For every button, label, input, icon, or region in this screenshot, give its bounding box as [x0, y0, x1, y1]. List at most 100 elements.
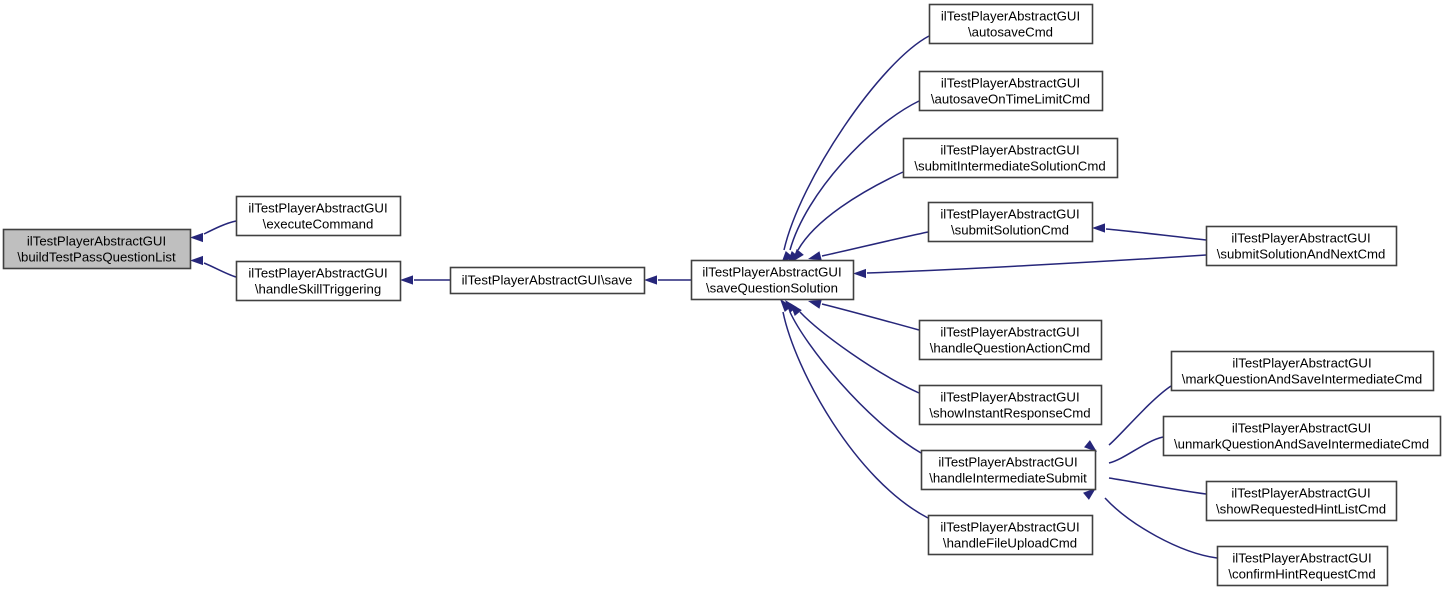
node-box[interactable] — [927, 201, 1094, 243]
node-submitSolutionAndNextCmd[interactable]: ilTestPlayerAbstractGUI\submitSolutionAn… — [1205, 225, 1398, 267]
node-label-line1: ilTestPlayerAbstractGUI — [1231, 485, 1370, 500]
node-showInstantResponseCmd[interactable]: ilTestPlayerAbstractGUI\showInstantRespo… — [918, 384, 1103, 426]
node-label-line1: ilTestPlayerAbstractGUI — [940, 389, 1079, 404]
node-label-line1: ilTestPlayerAbstractGUI — [941, 75, 1080, 90]
edge-markQuestionAndSaveIntermediateCmd-to-handleIntermediateSubmit — [1084, 385, 1172, 452]
node-handleQuestionActionCmd[interactable]: ilTestPlayerAbstractGUI\handleQuestionAc… — [918, 319, 1103, 361]
node-box[interactable] — [449, 266, 646, 295]
node-box[interactable] — [2, 228, 192, 270]
node-box[interactable] — [1205, 225, 1398, 267]
edge-handleSkillTriggering-to-buildTestPassQuestionList — [190, 255, 237, 278]
node-box[interactable] — [235, 260, 402, 302]
arrowhead-icon — [1092, 223, 1105, 233]
node-label-line2: \unmarkQuestionAndSaveIntermediateCmd — [1174, 436, 1429, 451]
node-box[interactable] — [918, 70, 1104, 112]
node-label-line1: ilTestPlayerAbstractGUI — [702, 264, 841, 279]
node-label-line2: \showInstantResponseCmd — [929, 405, 1090, 420]
node-box[interactable] — [1205, 480, 1398, 522]
node-handleFileUploadCmd[interactable]: ilTestPlayerAbstractGUI\handleFileUpload… — [927, 514, 1094, 556]
node-autosaveCmd[interactable]: ilTestPlayerAbstractGUI\autosaveCmd — [928, 3, 1094, 45]
edge-save-to-handleSkillTriggering — [400, 275, 450, 285]
node-unmarkQuestionAndSaveIntermediateCmd[interactable]: ilTestPlayerAbstractGUI\unmarkQuestionAn… — [1162, 415, 1442, 457]
edge-submitSolutionAndNextCmd-to-saveQuestionSolution — [853, 254, 1207, 279]
node-handleIntermediateSubmit[interactable]: ilTestPlayerAbstractGUI\handleIntermedia… — [920, 449, 1097, 491]
node-label-line1: ilTestPlayerAbstractGUI — [27, 233, 166, 248]
edge-handleFileUploadCmd-to-saveQuestionSolution — [780, 299, 929, 519]
node-label-line1: ilTestPlayerAbstractGUI — [940, 206, 1079, 221]
edge-confirmHintRequestCmd-to-handleIntermediateSubmit — [1083, 488, 1218, 559]
node-label-line2: \submitSolutionAndNextCmd — [1217, 246, 1386, 261]
node-label-line1: ilTestPlayerAbstractGUI — [248, 265, 387, 280]
node-showRequestedHintListCmd[interactable]: ilTestPlayerAbstractGUI\showRequestedHin… — [1205, 480, 1398, 522]
node-box[interactable] — [1170, 350, 1435, 392]
arrowhead-icon — [190, 232, 203, 243]
node-submitSolutionCmd[interactable]: ilTestPlayerAbstractGUI\submitSolutionCm… — [927, 201, 1094, 243]
edge-saveQuestionSolution-to-save — [644, 275, 691, 285]
node-label-line2: \saveQuestionSolution — [706, 280, 838, 295]
edge-showRequestedHintListCmd-to-handleIntermediateSubmit — [1083, 471, 1207, 495]
node-box[interactable] — [690, 259, 855, 301]
node-label-line1: ilTestPlayerAbstractGUI — [938, 454, 1077, 469]
node-label-line2: \handleQuestionActionCmd — [930, 340, 1091, 355]
node-box[interactable] — [928, 3, 1094, 45]
node-box[interactable] — [235, 195, 402, 237]
node-box[interactable] — [920, 449, 1097, 491]
node-label-line2: \submitSolutionCmd — [951, 222, 1069, 237]
node-label-line2: \submitIntermediateSolutionCmd — [914, 158, 1105, 173]
edge-showInstantResponseCmd-to-saveQuestionSolution — [790, 303, 920, 394]
arrowhead-icon — [780, 299, 792, 312]
arrowhead-icon — [190, 255, 203, 266]
arrowhead-icon — [1083, 488, 1096, 500]
node-label-line1: ilTestPlayerAbstractGUI — [1231, 230, 1370, 245]
edge-executeCommand-to-buildTestPassQuestionList — [190, 220, 237, 243]
arrowhead-icon — [400, 275, 413, 285]
node-label-line2: \executeCommand — [263, 216, 374, 231]
node-box[interactable] — [1216, 545, 1389, 587]
node-confirmHintRequestCmd[interactable]: ilTestPlayerAbstractGUI\confirmHintReque… — [1216, 545, 1389, 587]
node-label-line1: ilTestPlayerAbstractGUI — [940, 142, 1079, 157]
node-label-line1: ilTestPlayerAbstractGUI — [1232, 355, 1371, 370]
node-label-line1: ilTestPlayerAbstractGUI — [1232, 550, 1371, 565]
node-label-line2: \buildTestPassQuestionList — [17, 249, 176, 264]
node-label-line1: ilTestPlayerAbstractGUI — [1232, 420, 1371, 435]
node-markQuestionAndSaveIntermediateCmd[interactable]: ilTestPlayerAbstractGUI\markQuestionAndS… — [1170, 350, 1435, 392]
node-label-line2: \autosaveOnTimeLimitCmd — [931, 91, 1090, 106]
node-label-line2: \markQuestionAndSaveIntermediateCmd — [1182, 371, 1422, 386]
node-save[interactable]: ilTestPlayerAbstractGUI\save — [449, 266, 646, 295]
node-label-line1: ilTestPlayerAbstractGUI — [940, 324, 1079, 339]
node-box[interactable] — [1162, 415, 1442, 457]
node-label-line1: ilTestPlayerAbstractGUI\save — [462, 272, 633, 287]
node-label-line2: \handleIntermediateSubmit — [929, 470, 1087, 485]
node-executeCommand[interactable]: ilTestPlayerAbstractGUI\executeCommand — [235, 195, 402, 237]
node-box[interactable] — [918, 384, 1103, 426]
node-label-line1: ilTestPlayerAbstractGUI — [940, 519, 1079, 534]
node-label-line1: ilTestPlayerAbstractGUI — [248, 200, 387, 215]
edge-submitSolutionAndNextCmd-to-submitSolutionCmd — [1092, 223, 1207, 241]
arrowhead-icon — [808, 251, 822, 261]
nodes-layer: ilTestPlayerAbstractGUI\buildTestPassQue… — [2, 3, 1442, 587]
arrowhead-icon — [808, 299, 822, 309]
edge-autosaveOnTimeLimitCmd-to-saveQuestionSolution — [787, 100, 920, 264]
node-saveQuestionSolution[interactable]: ilTestPlayerAbstractGUI\saveQuestionSolu… — [690, 259, 855, 301]
arrowhead-icon — [792, 249, 804, 262]
node-box[interactable] — [902, 137, 1119, 179]
node-label-line2: \handleSkillTriggering — [255, 281, 381, 296]
node-handleSkillTriggering[interactable]: ilTestPlayerAbstractGUI\handleSkillTrigg… — [235, 260, 402, 302]
node-label-line2: \showRequestedHintListCmd — [1216, 501, 1386, 516]
edge-submitIntermediateSolutionCmd-to-saveQuestionSolution — [792, 171, 904, 262]
node-buildTestPassQuestionList[interactable]: ilTestPlayerAbstractGUI\buildTestPassQue… — [2, 228, 192, 270]
node-label-line2: \handleFileUploadCmd — [943, 535, 1077, 550]
node-box[interactable] — [927, 514, 1094, 556]
edge-submitSolutionCmd-to-saveQuestionSolution — [808, 231, 929, 261]
arrowhead-icon — [853, 268, 866, 279]
edge-handleQuestionActionCmd-to-saveQuestionSolution — [808, 299, 920, 331]
edge-handleIntermediateSubmit-to-saveQuestionSolution — [785, 300, 922, 454]
node-autosaveOnTimeLimitCmd[interactable]: ilTestPlayerAbstractGUI\autosaveOnTimeLi… — [918, 70, 1104, 112]
node-label-line1: ilTestPlayerAbstractGUI — [941, 8, 1080, 23]
node-box[interactable] — [918, 319, 1103, 361]
node-label-line2: \confirmHintRequestCmd — [1228, 566, 1375, 581]
node-submitIntermediateSolutionCmd[interactable]: ilTestPlayerAbstractGUI\submitIntermedia… — [902, 137, 1119, 179]
node-label-line2: \autosaveCmd — [968, 24, 1053, 39]
